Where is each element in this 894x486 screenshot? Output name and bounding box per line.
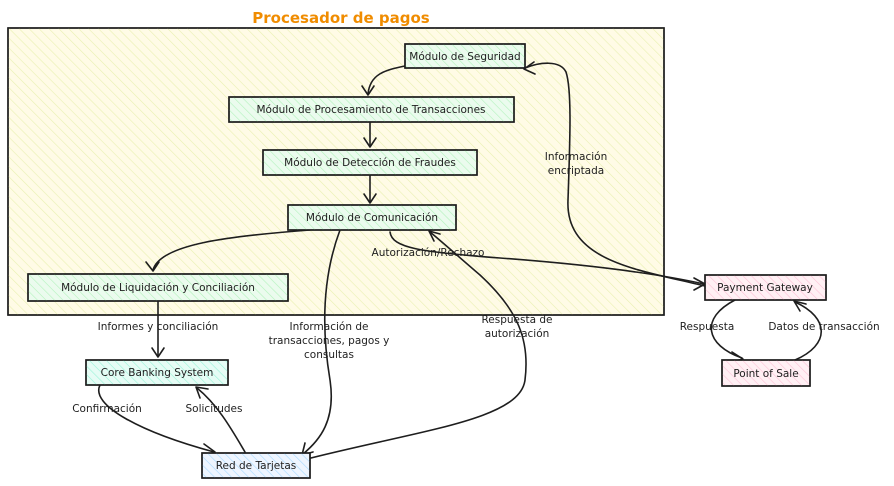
label-confirmacion: Confirmación: [72, 403, 142, 415]
edge-seguridad-procesamiento: [367, 65, 406, 95]
edge-labels: Información encriptada Autorización/Rech…: [72, 151, 879, 415]
label-info-transacciones-3: consultas: [304, 349, 354, 361]
edge-comunicacion-gateway: [389, 231, 705, 285]
edge-gateway-pos: [710, 299, 743, 359]
label-info-transacciones-1: Información de: [290, 321, 369, 333]
node-red-label: Red de Tarjetas: [216, 460, 297, 472]
node-red: Red de Tarjetas: [201, 452, 311, 479]
label-respuesta-autorizacion-1: Respuesta de: [481, 314, 552, 326]
node-fraudes-label: Módulo de Detección de Fraudes: [284, 157, 456, 169]
edge-comunicacion-red: [302, 229, 341, 455]
edge-core-red: [97, 384, 215, 453]
node-core-label: Core Banking System: [101, 367, 214, 379]
edge-pos-gateway: [794, 301, 822, 361]
node-liquidacion: Módulo de Liquidación y Conciliación: [27, 273, 289, 302]
label-autorizacion-rechazo: Autorización/Rechazo: [372, 247, 485, 259]
edge-red-comunicacion: [302, 231, 527, 461]
node-pos: Point of Sale: [721, 359, 811, 387]
label-respuesta-autorizacion-2: autorización: [485, 328, 550, 340]
diagram-title: Procesador de pagos: [252, 9, 430, 27]
edge-comunicacion-liquidacion: [152, 229, 311, 271]
edge-red-core: [196, 387, 246, 453]
node-gateway-label: Payment Gateway: [717, 282, 813, 294]
node-comunicacion: Módulo de Comunicación: [287, 204, 457, 231]
label-solicitudes: Solicitudes: [186, 403, 243, 415]
label-info-transacciones-2: transacciones, pagos y: [269, 335, 390, 347]
node-procesamiento-label: Módulo de Procesamiento de Transacciones: [257, 104, 486, 116]
label-datos-transaccion: Datos de transacción: [768, 321, 879, 333]
node-pos-label: Point of Sale: [733, 368, 798, 380]
label-informes-conciliacion: Informes y conciliación: [98, 321, 219, 333]
label-info-encriptada-2: encriptada: [548, 165, 604, 177]
node-seguridad-label: Módulo de Seguridad: [409, 51, 520, 63]
node-seguridad: Módulo de Seguridad: [404, 43, 526, 69]
edge-gateway-seguridad: [524, 62, 706, 287]
label-info-encriptada-1: Información: [545, 151, 607, 163]
node-gateway: Payment Gateway: [704, 274, 827, 301]
node-core: Core Banking System: [85, 359, 229, 386]
processor-container: [7, 27, 665, 316]
node-fraudes: Módulo de Detección de Fraudes: [262, 149, 478, 176]
node-liquidacion-label: Módulo de Liquidación y Conciliación: [61, 282, 255, 294]
node-comunicacion-label: Módulo de Comunicación: [306, 212, 438, 224]
node-procesamiento: Módulo de Procesamiento de Transacciones: [228, 96, 515, 123]
label-respuesta: Respuesta: [680, 321, 735, 333]
